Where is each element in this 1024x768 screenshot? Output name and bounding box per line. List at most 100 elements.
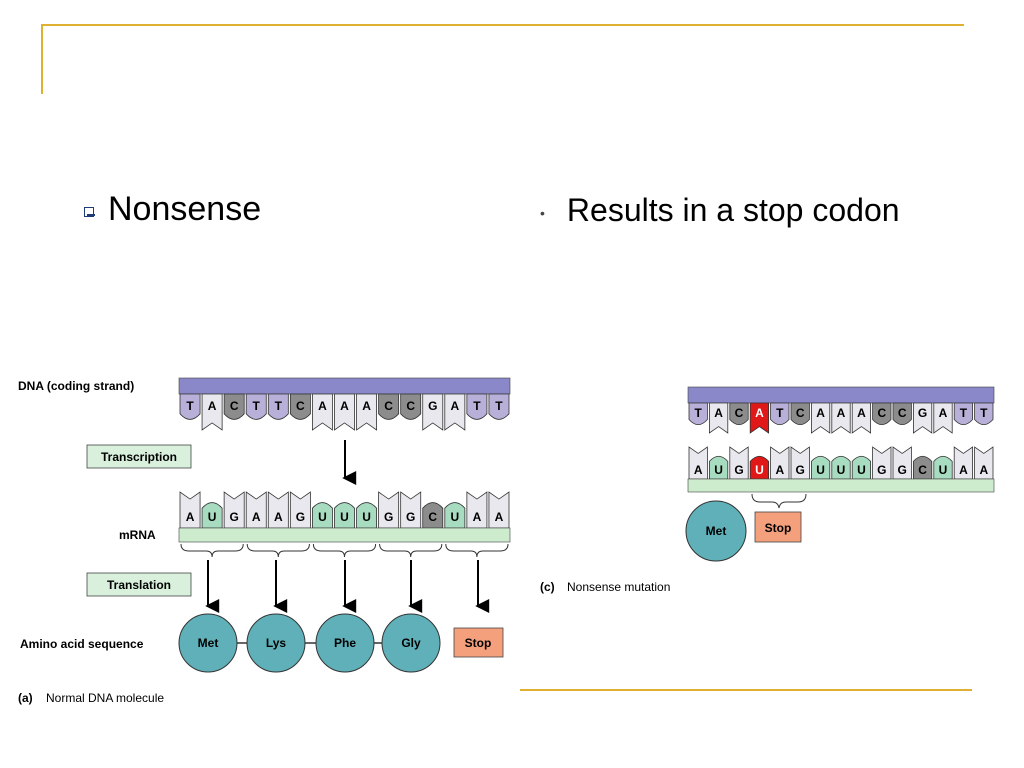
dna-base-13 <box>466 393 488 420</box>
mutant-dna-base-12 <box>933 402 953 434</box>
mutant-met-circle <box>685 500 747 562</box>
dna-base-7 <box>334 393 355 431</box>
mutant-dna-letter-12: A <box>939 406 948 420</box>
mutant-mrna-base-11 <box>913 455 933 480</box>
mutant-mrna-base-7 <box>831 455 851 480</box>
dna-base-0 <box>179 393 201 420</box>
mrna-label: mRNA <box>119 528 156 542</box>
mrna-base-1 <box>201 502 223 529</box>
mutant-mrna-base-3 <box>749 455 769 480</box>
mutant-mrna-base-12 <box>933 455 953 480</box>
mutant-dna-base-5 <box>790 402 810 426</box>
amino-acid-circle-1 <box>246 613 306 673</box>
mutant-mrna-letter-6: U <box>816 463 825 477</box>
dna-backbone <box>178 377 511 395</box>
codon-brace-4 <box>445 543 509 558</box>
mutant-dna-letter-8: A <box>857 406 866 420</box>
mrna-base-6 <box>312 502 333 529</box>
mrna-letter-12: U <box>450 510 459 524</box>
dot-bullet-icon: • <box>540 204 545 221</box>
dna-base-5 <box>289 393 311 420</box>
mrna-base-12 <box>444 502 466 529</box>
mrna-letter-14: A <box>495 510 504 524</box>
caption-a-tag: (a) <box>18 691 33 705</box>
bullet-stop-codon-text: Results in a stop codon <box>566 192 900 228</box>
mrna-base-7 <box>334 502 355 529</box>
square-bullet-icon <box>84 206 95 217</box>
mutant-dna-letter-6: A <box>816 406 825 420</box>
dna-letter-2: C <box>230 399 239 413</box>
mrna-letter-2: G <box>229 510 238 524</box>
mutant-dna-base-14 <box>974 402 994 426</box>
footer-rule <box>520 689 972 691</box>
dna-base-12 <box>444 393 466 431</box>
mutant-mrna-letter-4: A <box>775 463 784 477</box>
mrna-letter-6: U <box>318 510 327 524</box>
mutant-dna-base-7 <box>831 402 851 434</box>
bullet-nonsense-text: Nonsense <box>108 190 262 228</box>
dna-letter-10: C <box>406 399 415 413</box>
mrna-letter-4: A <box>274 510 283 524</box>
mutant-dna-letter-10: C <box>898 406 907 420</box>
codon-brace-0 <box>180 543 244 558</box>
amino-acid-label-1: Lys <box>266 636 287 650</box>
mrna-letter-7: U <box>340 510 349 524</box>
amino-acid-circle-2 <box>315 613 375 673</box>
mutant-dna-base-0 <box>688 402 708 426</box>
mrna-letter-8: U <box>362 510 371 524</box>
mutant-mrna-letter-2: G <box>734 463 743 477</box>
dna-base-2 <box>223 393 245 420</box>
mrna-backbone <box>178 527 511 543</box>
dna-letter-1: A <box>208 399 217 413</box>
dna-letter-4: T <box>275 399 283 413</box>
mutant-dna-letter-11: G <box>918 406 927 420</box>
amino-acid-label-2: Phe <box>334 636 356 650</box>
dna-letter-0: T <box>186 399 194 413</box>
mutant-mrna-letter-8: U <box>857 463 866 477</box>
mutant-mrna-letter-7: U <box>837 463 846 477</box>
mrna-base-11 <box>422 502 444 529</box>
caption-a-text: Normal DNA molecule <box>46 691 164 705</box>
codon-brace-2 <box>312 543 377 558</box>
dna-letter-6: A <box>318 399 327 413</box>
mrna-letter-11: C <box>428 510 437 524</box>
mrna-letter-9: G <box>384 510 393 524</box>
amino-acid-chain: Met Lys Phe Gly <box>178 613 441 673</box>
mutant-dna-base-6 <box>811 402 831 434</box>
codon-braces <box>180 543 509 558</box>
amino-acid-label-0: Met <box>198 636 219 650</box>
mutant-dna-base-11 <box>913 402 933 434</box>
mutant-dna-letter-14: T <box>980 406 988 420</box>
dna-letter-8: A <box>362 399 371 413</box>
mrna-letter-3: A <box>252 510 261 524</box>
dna-letter-7: A <box>340 399 349 413</box>
dna-base-3 <box>245 393 267 420</box>
dna-letter-13: T <box>473 399 481 413</box>
translation-box <box>86 572 192 597</box>
mutant-dna-letter-13: T <box>960 406 968 420</box>
transcription-box <box>86 444 192 469</box>
mutant-mrna-letter-11: C <box>918 463 927 477</box>
dna-strand-label: DNA (coding strand) <box>18 379 134 393</box>
mutant-dna-letter-4: T <box>776 406 784 420</box>
amino-acid-label-3: Gly <box>401 636 421 650</box>
mutant-dna-letter-5: C <box>796 406 805 420</box>
dna-base-4 <box>267 393 289 420</box>
dna-letter-9: C <box>384 399 393 413</box>
mrna-base-8 <box>356 502 377 529</box>
mutant-codon-brace <box>751 493 807 509</box>
mutant-met-label: Met <box>706 524 727 538</box>
mutant-mrna-letter-14: A <box>979 463 988 477</box>
mutant-mrna-letter-10: G <box>898 463 907 477</box>
mutant-mrna-letter-12: U <box>939 463 948 477</box>
codon-brace-1 <box>246 543 310 558</box>
mutant-dna-base-9 <box>872 402 892 426</box>
dna-base-11 <box>422 393 444 431</box>
mutant-mrna-letter-5: G <box>796 463 805 477</box>
dna-base-9 <box>378 393 400 420</box>
mrna-letter-13: A <box>473 510 482 524</box>
